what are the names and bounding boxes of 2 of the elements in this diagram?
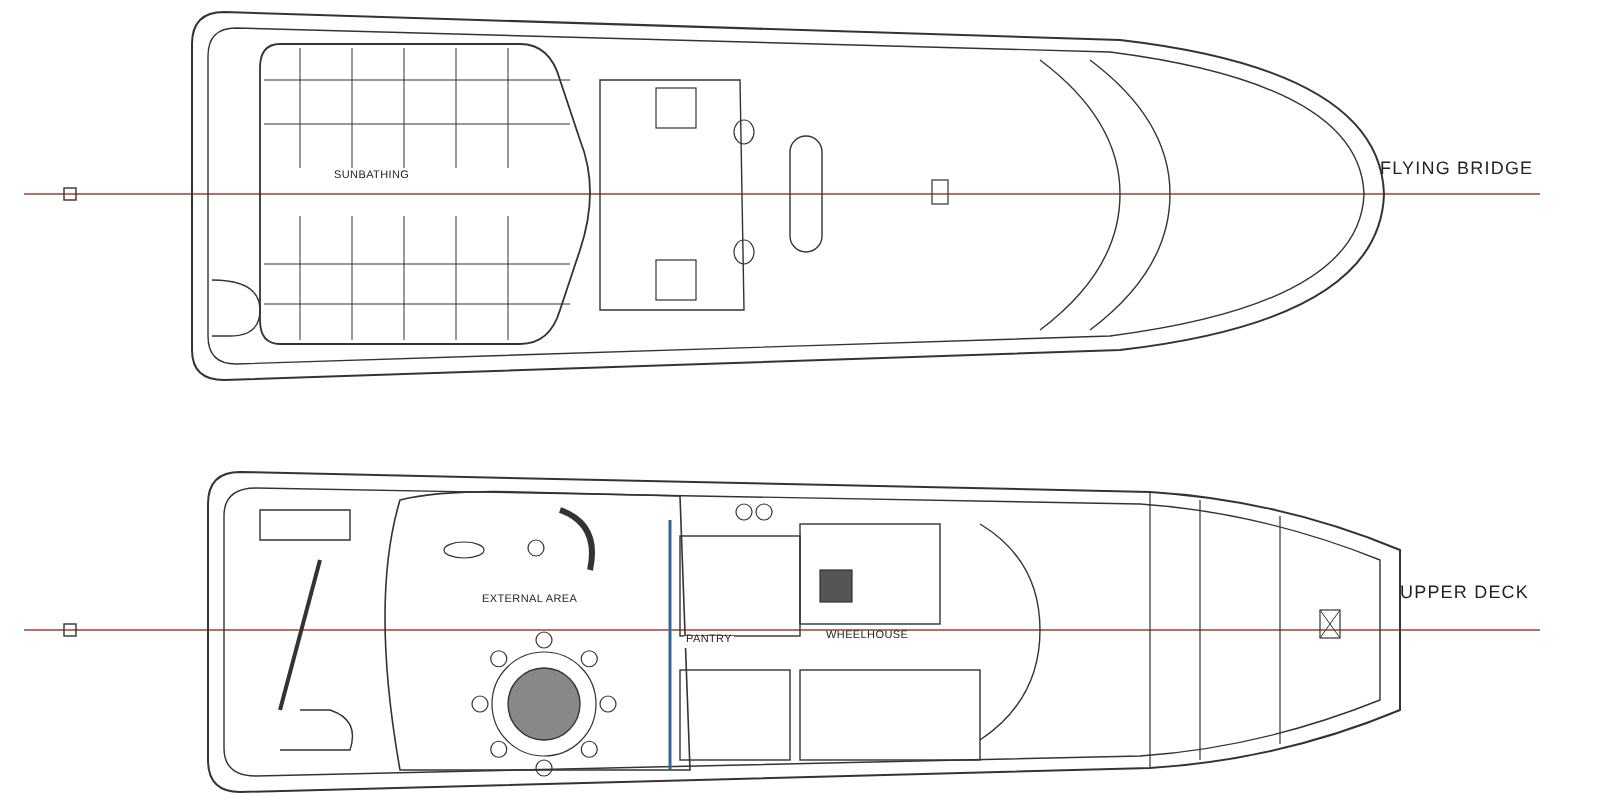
deck-label: FLYING BRIDGE	[1380, 160, 1534, 178]
deck-label: UPPER DECK	[1400, 584, 1530, 602]
